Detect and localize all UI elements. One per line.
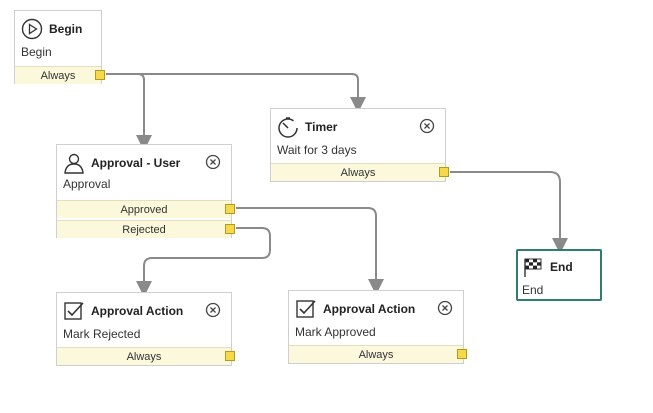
port-row-approved: Approved	[57, 200, 235, 218]
output-port[interactable]	[95, 70, 105, 80]
node-subtitle: Begin	[21, 45, 52, 59]
node-subtitle: Approval	[63, 177, 111, 191]
output-port-approved[interactable]	[225, 204, 235, 214]
output-port-rejected[interactable]	[225, 224, 235, 234]
port-label: Always	[358, 349, 394, 361]
checkbox-check-icon	[295, 298, 317, 320]
close-circle-icon[interactable]	[205, 154, 221, 170]
port-row-always: Always	[289, 345, 467, 363]
play-circle-icon	[21, 18, 43, 40]
checkered-flag-icon	[522, 256, 544, 278]
node-title: Approval - User	[91, 156, 181, 170]
output-port[interactable]	[457, 349, 467, 359]
port-label: Rejected	[122, 224, 166, 236]
close-circle-icon[interactable]	[205, 302, 221, 318]
end-node[interactable]: End End	[516, 249, 602, 301]
connector-timer-to-end	[450, 171, 568, 254]
port-row-always: Always	[15, 66, 105, 84]
node-subtitle: Wait for 3 days	[277, 143, 357, 157]
node-subtitle: Mark Rejected	[63, 327, 141, 341]
user-icon	[63, 152, 85, 174]
close-circle-icon[interactable]	[437, 300, 453, 316]
port-row-always: Always	[57, 347, 235, 365]
port-label: Always	[126, 351, 162, 363]
node-title: Approval Action	[91, 304, 184, 318]
output-port[interactable]	[225, 351, 235, 361]
port-row-always: Always	[271, 163, 449, 181]
connector-begin-to-timer	[106, 73, 366, 113]
output-port[interactable]	[439, 167, 449, 177]
node-title: Approval Action	[323, 302, 416, 316]
node-title: Begin	[49, 22, 83, 36]
port-row-rejected: Rejected	[57, 220, 235, 238]
node-title: End	[550, 260, 573, 274]
approval-action-rejected-node[interactable]: Approval Action Mark Rejected Always	[56, 292, 235, 366]
node-subtitle: Mark Approved	[295, 325, 376, 339]
node-subtitle: End	[522, 283, 544, 297]
checkbox-check-icon	[63, 300, 85, 322]
close-circle-icon[interactable]	[419, 118, 435, 134]
approval-user-node[interactable]: Approval - User Approval Approved Reject…	[56, 144, 235, 238]
timer-icon	[277, 116, 299, 138]
timer-node[interactable]: Timer Wait for 3 days Always	[270, 108, 449, 182]
port-label: Always	[40, 70, 76, 82]
node-title: Timer	[305, 120, 338, 134]
begin-node[interactable]: Begin Begin Always	[14, 10, 105, 84]
connector-approved-to-action	[236, 207, 384, 295]
port-label: Approved	[120, 204, 168, 216]
approval-action-approved-node[interactable]: Approval Action Mark Approved Always	[288, 290, 467, 364]
connector-begin-to-approval	[106, 73, 152, 151]
port-label: Always	[340, 167, 376, 179]
